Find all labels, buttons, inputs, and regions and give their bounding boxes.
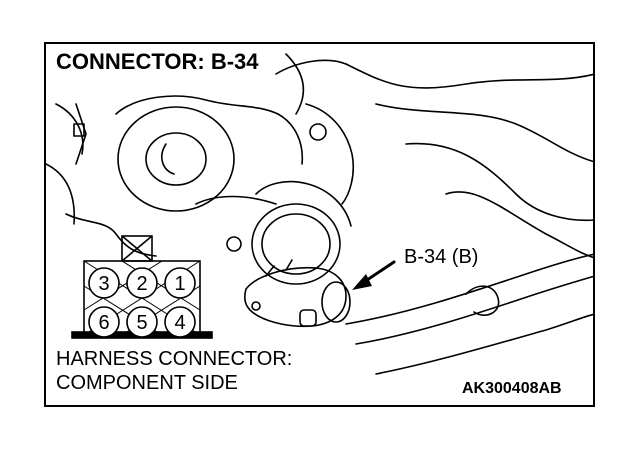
pin-3-label: 3 <box>98 273 109 295</box>
engine-illustration: 3 2 1 6 5 4 <box>46 53 593 375</box>
caption-line-1: HARNESS CONNECTOR: <box>56 348 293 370</box>
diagram-frame: 3 2 1 6 5 4 CONNECTOR: B-34 B-34 (B) HAR… <box>44 42 595 407</box>
connector-caption: HARNESS CONNECTOR: COMPONENT SIDE <box>56 347 293 395</box>
connector-callout: B-34 (B) <box>402 246 481 269</box>
pin-5-label: 5 <box>136 312 147 334</box>
pin-2-label: 2 <box>136 273 147 295</box>
figure-code: AK300408AB <box>460 380 564 398</box>
diagram-title: CONNECTOR: B-34 <box>54 49 263 75</box>
caption-line-2: COMPONENT SIDE <box>56 372 238 394</box>
pin-1-label: 1 <box>174 273 185 295</box>
connector-face <box>71 235 213 339</box>
callout-arrow-icon <box>352 274 372 290</box>
pin-4-label: 4 <box>174 312 185 334</box>
pin-6-label: 6 <box>98 312 109 334</box>
